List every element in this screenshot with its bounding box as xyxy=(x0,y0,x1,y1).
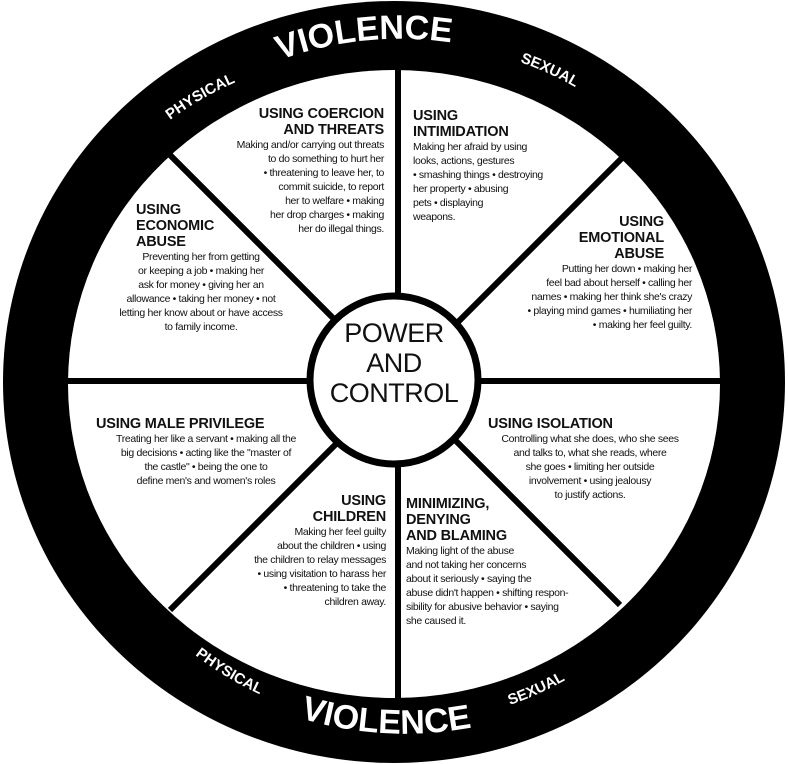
section-heading: USING ISOLATION xyxy=(488,416,613,432)
section-heading: USING CHILDREN xyxy=(312,493,387,525)
section-heading: USING INTIMIDATION xyxy=(413,108,509,140)
section-heading: USING MALE PRIVILEGE xyxy=(96,416,265,432)
section-economic-abuse: USING ECONOMIC ABUSE Preventing her from… xyxy=(96,202,306,334)
section-body: Making light of the abuse and not taking… xyxy=(406,545,569,627)
section-minimizing: MINIMIZING, DENYING AND BLAMING Making l… xyxy=(406,496,616,628)
section-intimidation: USING INTIMIDATION Making her afraid by … xyxy=(413,108,613,224)
section-heading: USING COERCION AND THREATS xyxy=(258,106,384,138)
section-male-privilege: USING MALE PRIVILEGE Treating her like a… xyxy=(96,416,316,488)
section-body: Putting her down • making her feel bad a… xyxy=(527,263,693,331)
section-body: Making and/or carrying out threats to do… xyxy=(236,139,385,235)
section-coercion: USING COERCION AND THREATS Making and/or… xyxy=(154,106,385,236)
section-emotional-abuse: USING EMOTIONAL ABUSE Putting her down •… xyxy=(452,214,693,332)
section-heading: USING EMOTIONAL ABUSE xyxy=(578,214,664,262)
center-label: POWER AND CONTROL xyxy=(329,318,459,408)
section-heading: MINIMIZING, DENYING AND BLAMING xyxy=(406,496,507,544)
section-body: Preventing her from getting or keeping a… xyxy=(119,251,283,333)
center-circle xyxy=(306,292,482,468)
section-body: Making her feel guilty about the childre… xyxy=(254,526,386,608)
section-body: Treating her like a servant • making all… xyxy=(116,433,296,487)
section-isolation: USING ISOLATION Controlling what she doe… xyxy=(480,416,700,502)
section-heading: USING ECONOMIC ABUSE xyxy=(136,202,215,250)
section-children: USING CHILDREN Making her feel guilty ab… xyxy=(186,493,386,609)
section-body: Controlling what she does, who she sees … xyxy=(501,433,679,501)
section-body: Making her afraid by using looks, action… xyxy=(413,141,543,223)
